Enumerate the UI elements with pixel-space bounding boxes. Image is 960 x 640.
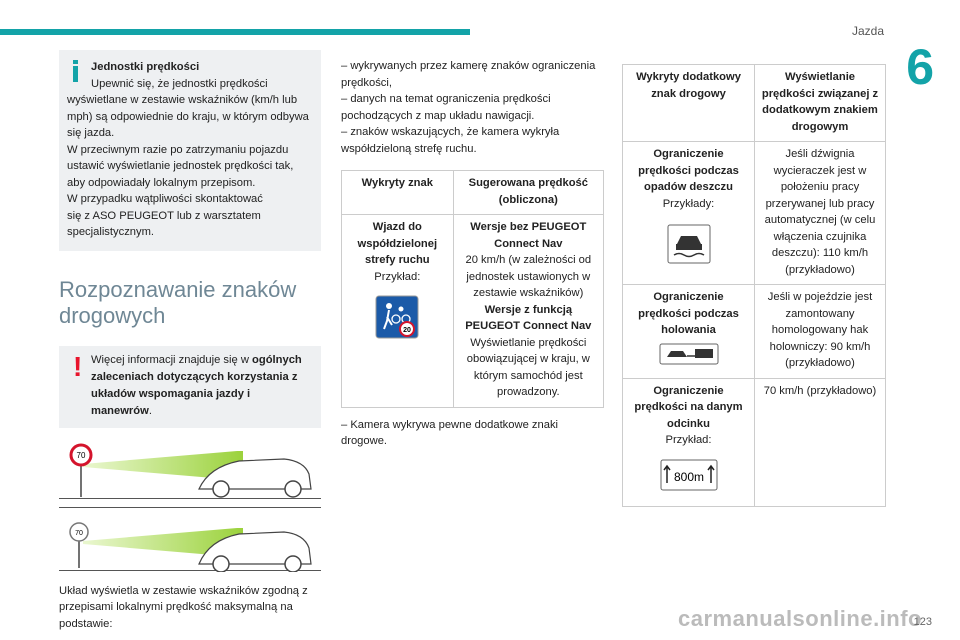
towing-sign-icon — [659, 343, 719, 371]
cell-text: 20 km/h (w zależności od jednostek ustaw… — [465, 254, 592, 299]
info-line: specjalistycznym. — [67, 226, 155, 238]
table-header: Wykryty znak — [341, 170, 454, 215]
table-header: Wyświetlanie prędkości związanej z dodat… — [754, 64, 886, 142]
header-accent-bar — [0, 29, 470, 35]
speed-sign-icon — [69, 443, 93, 466]
cell-heading: Wersje bez PEUGEOT Connect Nav — [470, 221, 587, 250]
additional-sign-table: Wykryty dodatkowy znak drogowy Wyświetla… — [622, 64, 886, 507]
car-icon — [198, 457, 312, 490]
cell-text: Jeśli dźwignia wycieraczek jest w położe… — [754, 141, 886, 285]
table-row: Wjazd do współdzielonej strefy ruchu Prz… — [341, 214, 605, 408]
list-item: – znaków wskazujących, że kamera wykryła… — [341, 126, 560, 155]
column-right: Wykryty dodatkowy znak drogowy Wyświetla… — [622, 64, 886, 507]
example-label: Przykład: — [374, 270, 421, 283]
body-paragraph: Układ wyświetla w zestawie wskaźników zg… — [59, 584, 308, 630]
cell-text: Wyświetlanie prędkości obowiązującej w k… — [466, 336, 590, 399]
column-middle: – wykrywanych przez kamerę znaków ograni… — [341, 58, 605, 450]
cell-text: 70 km/h (przykładowo) — [754, 377, 886, 507]
info-line: aby odpowiadały lokalnym przepisom. — [67, 176, 256, 189]
svg-text:800m: 800m — [673, 470, 703, 484]
table-row: Ograniczenie prędkości podczas opadów de… — [622, 141, 886, 285]
watermark: carmanualsonline.info — [678, 606, 922, 631]
info-line: wyświetlane w zestawie wskaźników (km/h … — [67, 94, 298, 106]
info-line: W przeciwnym razie po zatrzymaniu pojazd… — [67, 143, 289, 156]
shared-zone-sign-icon: 20 — [375, 295, 419, 345]
warning-icon: ! — [73, 350, 83, 382]
page-number: 123 — [913, 616, 932, 628]
warning-box: ! Więcej informacji znajduje się w ogóln… — [59, 345, 321, 428]
chapter-number: 6 — [906, 39, 934, 95]
distance-sign-icon: 800m — [660, 459, 718, 497]
info-box: Jednostki prędkości Upewnić się, że jedn… — [59, 50, 321, 251]
info-line: mph) są odpowiednie do kraju, w którym o… — [67, 110, 309, 123]
svg-text:70: 70 — [75, 530, 83, 537]
cell-text: Jeśli w pojeździe jest zamontowany homol… — [754, 284, 886, 379]
list-item: – wykrywanych przez kamerę znaków ograni… — [341, 60, 596, 89]
illustration-sign-far: 70 — [59, 439, 321, 499]
car-icon — [198, 530, 312, 565]
rain-sign-icon — [667, 224, 711, 270]
list-item: – Kamera wykrywa pewne dodatkowe znaki d… — [341, 418, 559, 448]
speed-sign-icon — [69, 521, 89, 542]
info-title: Jednostki prędkości — [91, 61, 200, 73]
svg-text:20: 20 — [403, 327, 411, 334]
section-title: Rozpoznawanie znaków drogowych — [59, 276, 297, 328]
table-row: Ograniczenie prędkości na danym odcinku … — [622, 377, 886, 507]
cell-heading: Wersje z funkcją PEUGEOT Connect Nav — [465, 303, 592, 333]
list-item: – danych na temat ograniczenia prędkości… — [341, 93, 551, 122]
sign-table: Wykryty znak Sugerowana prędkość (oblicz… — [341, 170, 605, 408]
info-line: się jazda. — [67, 127, 115, 139]
table-row: Ograniczenie prędkości podczas holowania… — [622, 284, 886, 379]
column-left: Jednostki prędkości Upewnić się, że jedn… — [59, 50, 321, 632]
table-header: Wykryty dodatkowy znak drogowy — [622, 64, 755, 142]
svg-text:70: 70 — [77, 451, 86, 460]
info-line: się z ASO PEUGEOT lub z warsztatem — [67, 209, 261, 222]
row-label: Wjazd do współdzielonej strefy ruchu — [357, 221, 438, 266]
info-line: ustawić wyświetlanie jednostek prędkości… — [67, 160, 294, 172]
illustration-sign-near: 70 — [59, 506, 321, 572]
info-line: W przypadku wątpliwości skontaktować — [67, 193, 263, 205]
table-header: Sugerowana prędkość (obliczona) — [452, 170, 605, 215]
info-line: Upewnić się, że jednostki prędkości — [91, 77, 268, 90]
section-header: Jazda — [851, 24, 884, 38]
info-icon — [73, 60, 78, 82]
